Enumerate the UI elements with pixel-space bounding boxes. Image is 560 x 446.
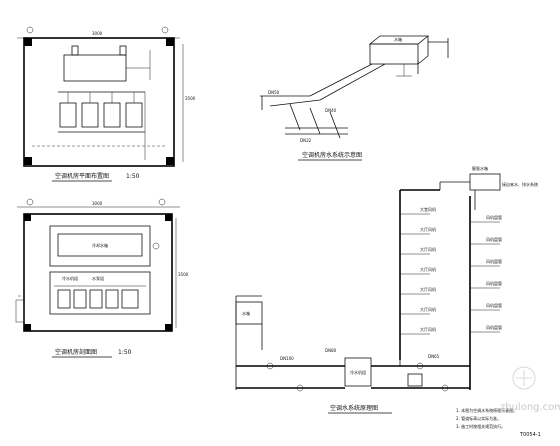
iso-tank-label: 水箱 xyxy=(394,36,402,42)
plan1-title: 空调机房平面布置图 xyxy=(55,172,109,180)
watermark-logo: zhulong.com xyxy=(500,366,560,413)
plan2-label-2: 冷水机组 xyxy=(62,275,78,281)
plan-1-mechanical-room: 3000 3500 空调机房平面布置图 1:50 xyxy=(17,26,196,182)
plan-2-mechanical-room: 3000 3500 冷却水箱 冷水机组 水泵组 空调机房剖面图 1:50 xyxy=(15,198,189,358)
iso-tag-2: DN40 xyxy=(325,108,337,113)
riser-title: 空调水系统原理图 xyxy=(330,404,378,412)
floor-left-2: 大厅风机 xyxy=(420,226,436,232)
floor-right-3: 风机盘管 xyxy=(486,258,502,264)
plan2-title: 空调机房剖面图 xyxy=(55,348,97,356)
note-2: 2. 管道标高以实际为准。 xyxy=(456,415,501,421)
floor-right-2: 风机盘管 xyxy=(486,236,502,242)
note-1: 1. 本图为空调水系统原理示意图。 xyxy=(456,407,517,413)
floor-right-5: 风机盘管 xyxy=(486,302,502,308)
riser-schematic: 膨胀水箱 接自来水、排水系统 大堂风机 大厅风机 大厅风机 大厅风机 大厅风机 … xyxy=(235,165,538,429)
floor-left-1: 大堂风机 xyxy=(420,206,436,212)
floor-left-7: 大厅风机 xyxy=(420,326,436,332)
plan2-dim-top: 3000 xyxy=(92,201,103,206)
riser-pipe-tag-1: DN100 xyxy=(280,356,294,361)
riser-chiller-label: 冷水机组 xyxy=(350,369,366,375)
floor-right-4: 风机盘管 xyxy=(486,280,502,286)
plan2-dim-right: 3500 xyxy=(178,272,189,277)
riser-pipe-tag-2: DN80 xyxy=(325,348,337,353)
riser-tank-label: 水箱 xyxy=(242,310,250,316)
drawing-number: T0054-1 xyxy=(519,432,541,438)
floor-left-6: 大厅风机 xyxy=(420,306,436,312)
plan1-scale: 1:50 xyxy=(126,173,140,180)
riser-right-branches: 风机盘管 风机盘管 风机盘管 风机盘管 风机盘管 风机盘管 xyxy=(470,214,502,333)
floor-left-3: 大厅风机 xyxy=(420,246,436,252)
watermark-text: zhulong.com xyxy=(500,402,560,413)
riser-left-branches: 大堂风机 大厅风机 大厅风机 大厅风机 大厅风机 大厅风机 大厅风机 xyxy=(400,206,436,335)
plan2-label-1: 冷却水箱 xyxy=(92,242,108,248)
floor-right-6: 风机盘管 xyxy=(486,324,502,330)
plan2-scale: 1:50 xyxy=(118,349,132,356)
riser-top-note: 接自来水、排水系统 xyxy=(502,181,538,187)
iso-tag-3: DN32 xyxy=(300,138,312,143)
isometric-piping-diagram: 水箱 DN50 DN40 DN32 空调机房水系统示意图 xyxy=(260,35,449,161)
plan1-dim-top: 3000 xyxy=(92,31,103,36)
riser-pipe-tag-3: DN65 xyxy=(428,354,440,359)
note-3: 3. 施工时按相关规范执行。 xyxy=(456,423,505,429)
floor-right-1: 风机盘管 xyxy=(486,214,502,220)
floor-left-5: 大厅风机 xyxy=(420,286,436,292)
plan2-label-3: 水泵组 xyxy=(92,275,104,281)
iso-tag-1: DN50 xyxy=(268,90,280,95)
iso-title: 空调机房水系统示意图 xyxy=(302,151,362,159)
floor-left-4: 大厅风机 xyxy=(420,266,436,272)
riser-top-box: 膨胀水箱 xyxy=(472,165,488,171)
plan1-dim-right: 3500 xyxy=(185,96,196,101)
